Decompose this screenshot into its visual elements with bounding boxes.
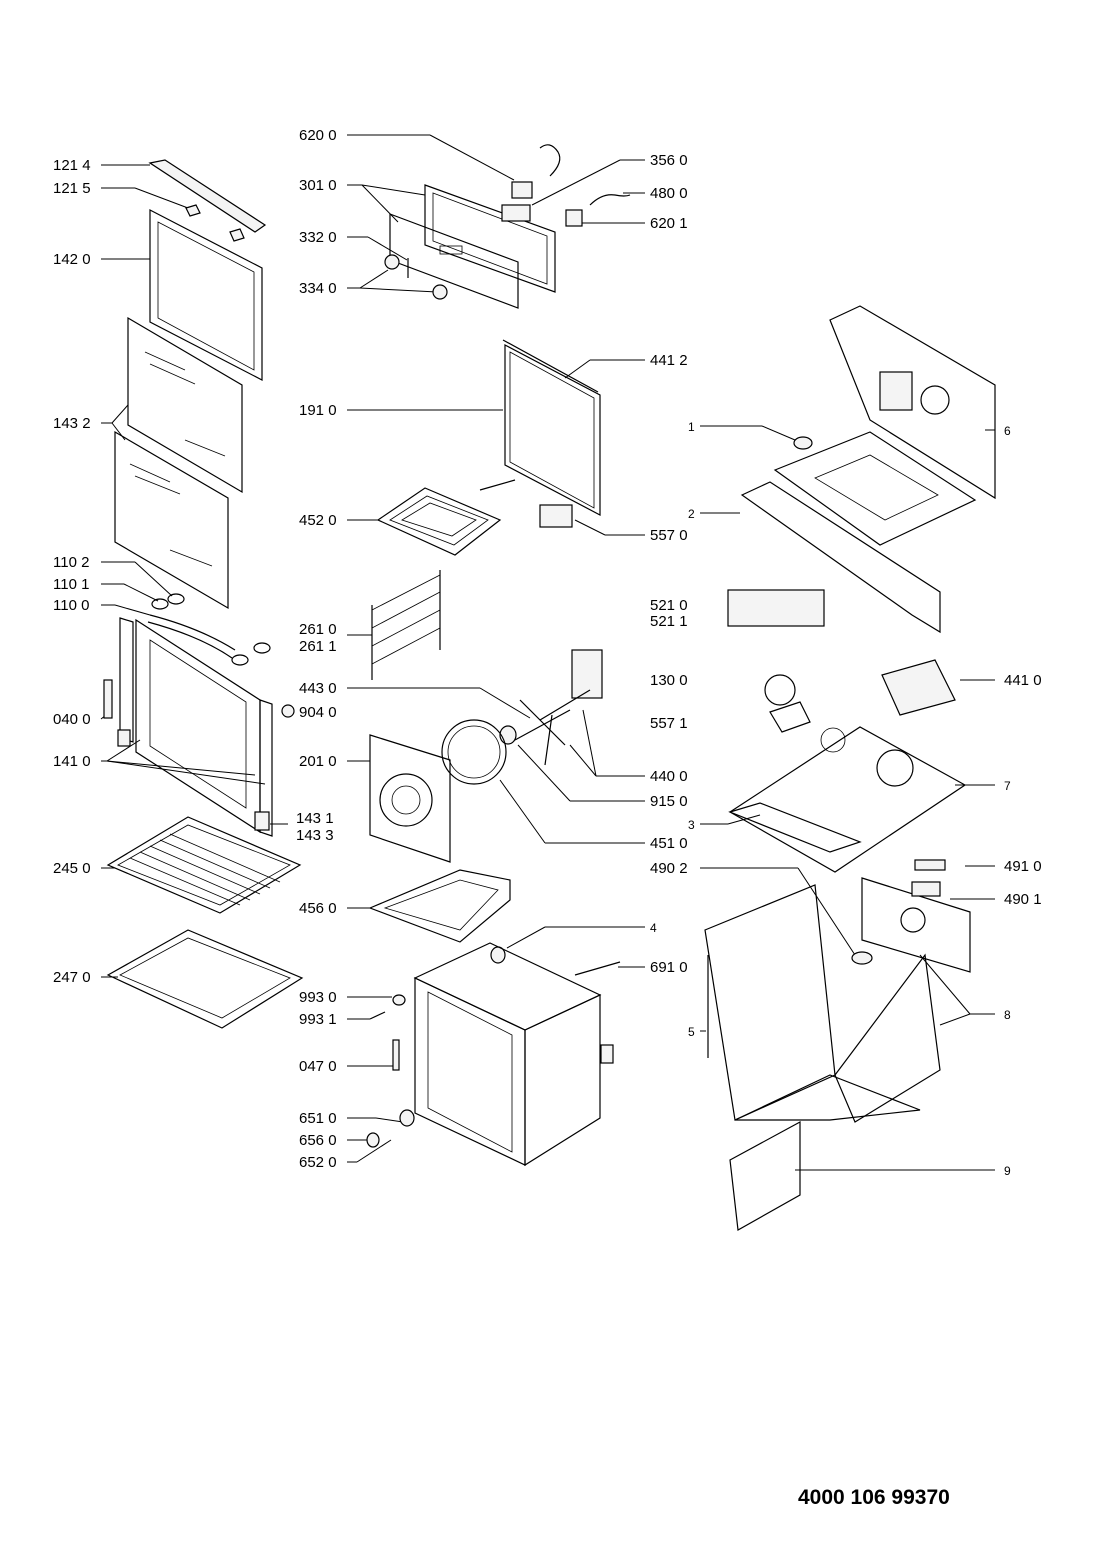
part-label-3340: 334 0 [299, 280, 337, 297]
part-label-9931: 993 1 [299, 1011, 337, 1028]
part-label-4560: 456 0 [299, 900, 337, 917]
part-label-6560: 656 0 [299, 1132, 337, 1149]
rear-panel-part [369, 719, 507, 863]
part-label-7: 7 [1004, 779, 1011, 793]
part-label-6520: 652 0 [299, 1154, 337, 1171]
part-label-3320: 332 0 [299, 229, 337, 246]
outer-casing-part [704, 859, 971, 1123]
part-label-1101: 110 1 [53, 576, 90, 593]
part-label-1431: 143 1 [296, 810, 334, 827]
part-label-3560: 356 0 [650, 152, 688, 169]
part-label-1102: 110 2 [53, 554, 90, 571]
part-label-1410: 141 0 [53, 753, 91, 770]
baking-tray-part [106, 929, 304, 1029]
part-label-5210: 521 0 [650, 597, 688, 614]
fan-motor-part [499, 649, 603, 766]
leader-lines [100, 134, 995, 1171]
part-label-4412: 441 2 [650, 352, 688, 369]
part-label-5: 5 [688, 1025, 695, 1039]
part-label-6510: 651 0 [299, 1110, 337, 1127]
oven-seal-part [502, 339, 601, 516]
top-assembly-part [727, 305, 996, 733]
document-number: 4000 106 99370 [798, 1486, 950, 1509]
grill-element-part [376, 479, 573, 556]
part-label-0400: 040 0 [53, 711, 91, 728]
part-label-4800: 480 0 [650, 185, 688, 202]
part-label-4510: 451 0 [650, 835, 688, 852]
part-label-1910: 191 0 [299, 402, 337, 419]
part-label-9150: 915 0 [650, 793, 688, 810]
part-label-4430: 443 0 [299, 680, 337, 697]
part-label-9930: 993 0 [299, 989, 337, 1006]
door-assembly-part [103, 614, 295, 837]
part-label-4520: 452 0 [299, 512, 337, 529]
part-label-6: 6 [1004, 424, 1011, 438]
part-label-2611: 261 1 [299, 638, 337, 655]
part-label-9040: 904 0 [299, 704, 337, 721]
part-label-1420: 142 0 [53, 251, 91, 268]
part-label-6200: 620 0 [299, 127, 337, 144]
part-label-2: 2 [688, 507, 695, 521]
oven-cavity-part [366, 942, 621, 1167]
part-label-1432: 143 2 [53, 415, 91, 432]
control-panel-part [384, 144, 631, 309]
door-inner-glass-part [149, 209, 263, 381]
part-label-4910: 491 0 [1004, 858, 1042, 875]
part-label-6910: 691 0 [650, 959, 688, 976]
door-profile-part [148, 159, 267, 242]
part-label-9: 9 [1004, 1164, 1011, 1178]
part-label-1100: 110 0 [53, 597, 90, 614]
insulation-panel-part [729, 1120, 801, 1231]
part-label-4400: 440 0 [650, 768, 688, 785]
part-label-2610: 261 0 [299, 621, 337, 638]
door-glass-panels [114, 316, 243, 610]
part-label-3010: 301 0 [299, 177, 337, 194]
part-label-0470: 047 0 [299, 1058, 337, 1075]
part-label-4: 4 [650, 921, 657, 935]
part-label-3: 3 [688, 818, 695, 832]
part-label-2470: 247 0 [53, 969, 91, 986]
lower-element-part [368, 869, 511, 964]
wire-shelf-part [106, 816, 302, 914]
part-label-2450: 245 0 [53, 860, 91, 877]
part-label-4902: 490 2 [650, 860, 688, 877]
part-label-1300: 130 0 [650, 672, 688, 689]
part-label-1214: 121 4 [53, 157, 91, 174]
part-label-1215: 121 5 [53, 180, 91, 197]
part-label-8: 8 [1004, 1008, 1011, 1022]
side-rails-part [371, 570, 441, 680]
part-label-4901: 490 1 [1004, 891, 1042, 908]
part-label-5570: 557 0 [650, 527, 688, 544]
part-label-5211: 521 1 [650, 613, 688, 630]
part-label-6201: 620 1 [650, 215, 688, 232]
base-plate-part [728, 726, 967, 873]
part-label-1433: 143 3 [296, 827, 334, 844]
part-label-5571: 557 1 [650, 715, 688, 732]
part-label-4410: 441 0 [1004, 672, 1042, 689]
part-label-1: 1 [688, 420, 695, 434]
part-label-2010: 201 0 [299, 753, 337, 770]
